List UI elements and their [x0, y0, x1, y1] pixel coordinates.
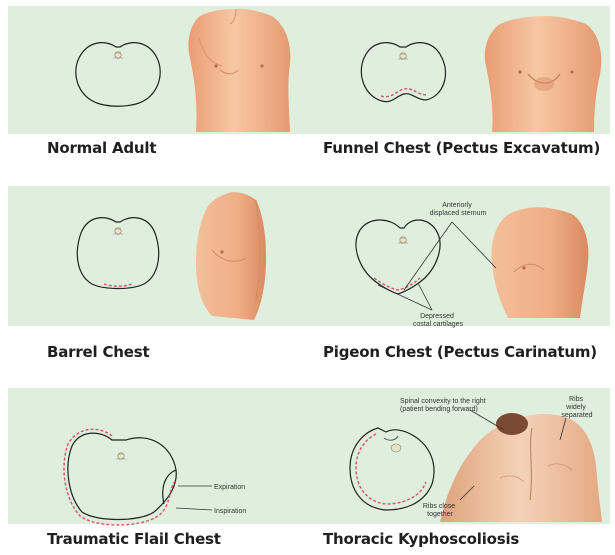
annotation-inspiration: Inspiration — [214, 508, 246, 515]
annotation-ribs-close-line1: Ribs close — [423, 503, 455, 510]
annotation-ribs-close: Ribs close together — [423, 503, 457, 518]
annotation-cartilages: Depressed costal cartilages — [413, 313, 464, 328]
annotation-cartilages-line2: costal cartilages — [413, 321, 464, 328]
annotation-spinal-line1: Spinal convexity to the right — [400, 398, 486, 405]
kypho-torso-figure — [440, 413, 602, 522]
annotation-ribs-widely-line2: widely — [565, 404, 586, 411]
barrel-cross-section — [77, 218, 158, 289]
annotation-ribs-widely: Ribs widely separated — [561, 396, 592, 419]
funnel-torso-figure — [485, 16, 601, 132]
kypho-cross-section — [350, 428, 434, 510]
annotation-ribs-widely-line1: Ribs — [569, 396, 584, 403]
funnel-cross-section — [361, 43, 445, 102]
pigeon-torso-figure — [492, 207, 589, 318]
annotation-spinal-line2: (patient bending forward) — [400, 406, 478, 413]
normal-torso-figure — [188, 9, 290, 132]
normal-cross-section — [76, 43, 160, 107]
annotation-sternum-line1: Anteriorly — [442, 202, 472, 209]
annotation-ribs-close-line2: together — [427, 511, 453, 518]
barrel-torso-figure — [196, 192, 266, 320]
annotation-sternum-line2: displaced sternum — [430, 210, 487, 217]
annotation-spinal-convexity: Spinal convexity to the right (patient b… — [400, 398, 488, 413]
pigeon-leader-lines — [378, 222, 496, 310]
annotation-expiration: Expiration — [214, 484, 245, 491]
annotation-ribs-widely-line3: separated — [561, 412, 592, 419]
annotation-sternum: Anteriorly displaced sternum — [430, 202, 487, 217]
annotation-cartilages-line1: Depressed — [420, 313, 454, 320]
flail-leader-lines — [176, 486, 212, 510]
flail-cross-section — [64, 429, 176, 525]
